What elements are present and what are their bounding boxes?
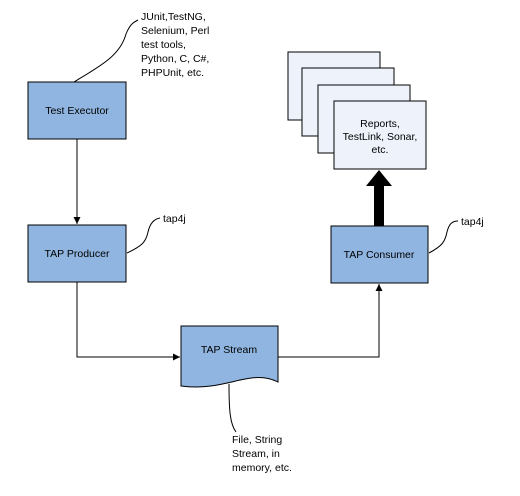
consumer-lib-label: tap4j [461, 216, 484, 228]
tools-line-2: Selenium, Perl [141, 25, 209, 37]
media-line-2: Stream, in [232, 448, 280, 460]
executor-tools-callout: JUnit,TestNG, Selenium, Perl test tools,… [73, 11, 209, 83]
tap-consumer-label: TAP Consumer [344, 249, 415, 261]
arrow-producer-to-stream [76, 282, 180, 361]
media-line-1: File, String [232, 434, 282, 446]
tap-producer-box: TAP Producer [27, 224, 127, 283]
tools-line-5: PHPUnit, etc. [141, 67, 204, 79]
reports-label-line-1: Reports, [360, 118, 400, 130]
tools-line-1: JUnit,TestNG, [141, 11, 206, 23]
tools-line-3: test tools, [141, 39, 186, 51]
consumer-lib-callout: tap4j [428, 216, 484, 254]
tools-line-4: Python, C, C#, [141, 53, 209, 65]
media-line-3: memory, etc. [232, 462, 292, 474]
stream-media-callout: File, String Stream, in memory, etc. [228, 383, 292, 474]
test-executor-label: Test Executor [45, 105, 109, 117]
tap-consumer-box: TAP Consumer [330, 225, 429, 284]
producer-lib-callout: tap4j [126, 213, 186, 254]
reports-label-line-2: TestLink, Sonar, [343, 131, 418, 143]
arrow-stream-to-consumer [278, 284, 383, 358]
reports-label-line-3: etc. [372, 144, 389, 156]
tap-stream-label: TAP Stream [201, 344, 257, 356]
test-executor-box: Test Executor [27, 81, 127, 140]
tap-stream-document: TAP Stream [180, 325, 279, 388]
producer-lib-label: tap4j [163, 213, 186, 225]
thick-arrow-consumer-to-reports [366, 170, 392, 226]
tap-producer-label: TAP Producer [45, 248, 110, 260]
report-documents-stack: Reports, TestLink, Sonar, etc. [287, 51, 427, 170]
report-doc-front [333, 100, 427, 170]
